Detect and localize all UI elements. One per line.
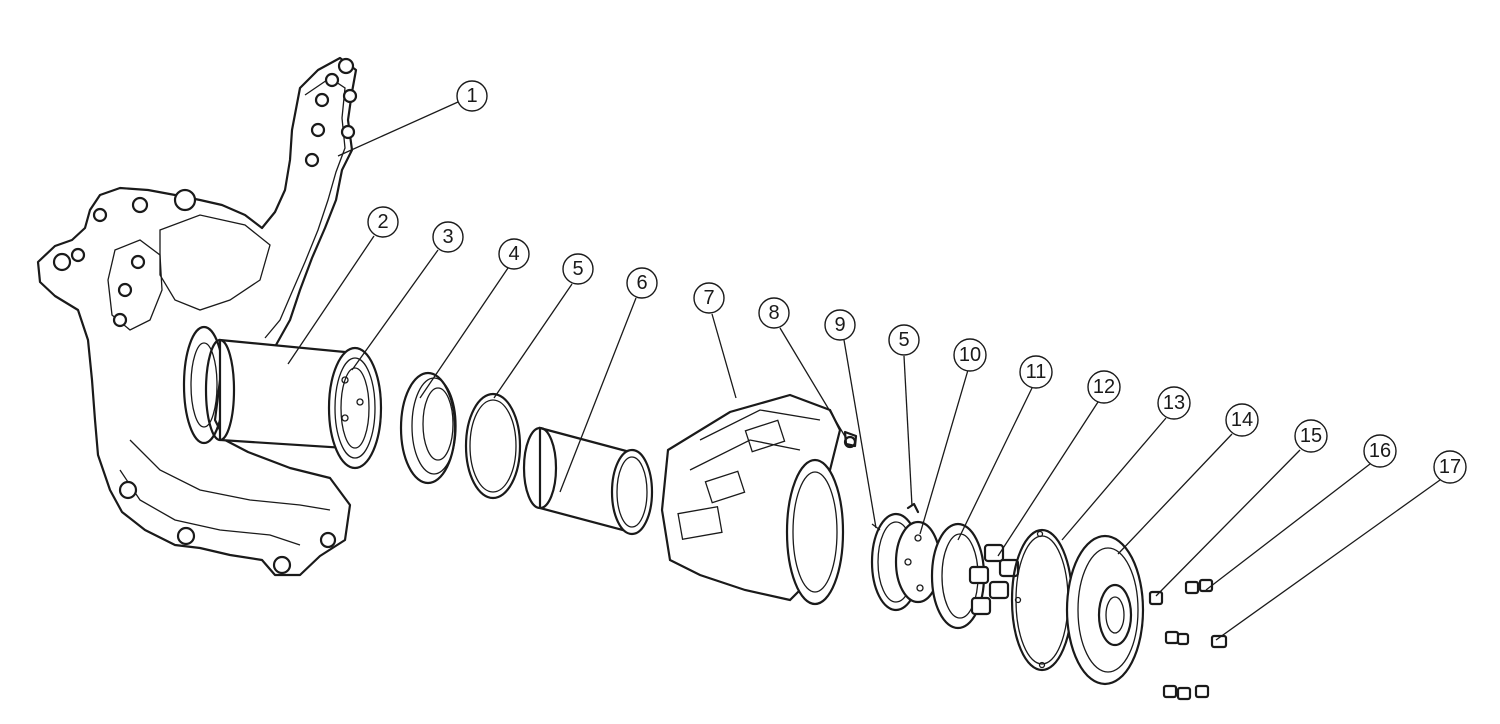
leader-12 bbox=[997, 401, 1099, 557]
balloon-12: 12 bbox=[1087, 370, 1121, 404]
balloon-5-first: 5 bbox=[562, 253, 594, 285]
svg-text:6: 6 bbox=[636, 272, 647, 294]
svg-text:15: 15 bbox=[1300, 425, 1322, 447]
svg-text:9: 9 bbox=[834, 314, 845, 336]
svg-text:1: 1 bbox=[466, 85, 477, 107]
part-17-screw bbox=[1210, 634, 1228, 649]
balloon-10: 10 bbox=[953, 338, 987, 372]
part-16-bolts bbox=[1162, 578, 1214, 701]
part-3-seal bbox=[327, 346, 383, 470]
balloon-1: 1 bbox=[456, 80, 488, 112]
part-5-thin-ring bbox=[464, 392, 522, 500]
balloon-14: 14 bbox=[1225, 403, 1259, 437]
balloon-5-second: 5 bbox=[888, 324, 920, 356]
svg-text:17: 17 bbox=[1439, 456, 1461, 478]
svg-text:10: 10 bbox=[959, 344, 981, 366]
part-6-cylinder-sleeve bbox=[522, 426, 654, 536]
svg-text:13: 13 bbox=[1163, 392, 1185, 414]
svg-text:5: 5 bbox=[572, 258, 583, 280]
balloon-9: 9 bbox=[824, 309, 856, 341]
leader-5a bbox=[493, 283, 573, 399]
leader-13 bbox=[1061, 417, 1167, 541]
balloon-4: 4 bbox=[498, 238, 530, 270]
balloon-16: 16 bbox=[1363, 434, 1397, 468]
svg-text:8: 8 bbox=[768, 302, 779, 324]
balloon-7: 7 bbox=[693, 282, 725, 314]
leader-7 bbox=[711, 313, 737, 399]
part-13-gasket bbox=[1010, 528, 1074, 672]
leader-1 bbox=[337, 101, 459, 157]
leader-3 bbox=[351, 249, 439, 371]
balloon-15: 15 bbox=[1294, 419, 1328, 453]
balloon-2: 2 bbox=[367, 206, 399, 238]
leader-lines bbox=[287, 101, 1441, 641]
svg-text:2: 2 bbox=[377, 211, 388, 233]
leader-4 bbox=[419, 267, 509, 399]
part-15-screw bbox=[1148, 590, 1164, 606]
leader-15 bbox=[1155, 449, 1301, 597]
part-14-end-cover bbox=[1065, 534, 1145, 686]
leader-5b bbox=[903, 355, 913, 507]
leader-10 bbox=[919, 369, 969, 535]
balloon-6: 6 bbox=[626, 267, 658, 299]
balloon-13: 13 bbox=[1157, 386, 1191, 420]
svg-text:4: 4 bbox=[508, 243, 519, 265]
part-1-knuckle-housing bbox=[36, 56, 358, 577]
svg-text:3: 3 bbox=[442, 226, 453, 248]
leader-16 bbox=[1205, 463, 1371, 591]
svg-text:5: 5 bbox=[898, 329, 909, 351]
part-4-bearing-ring bbox=[399, 371, 457, 485]
leader-6 bbox=[559, 297, 637, 493]
balloon-11: 11 bbox=[1019, 355, 1053, 389]
balloon-3: 3 bbox=[432, 221, 464, 253]
part-7-hub-carrier bbox=[660, 393, 857, 606]
part-2-spindle-sleeve bbox=[204, 338, 347, 450]
balloon-17: 17 bbox=[1433, 450, 1467, 484]
balloon-8: 8 bbox=[758, 297, 790, 329]
svg-text:11: 11 bbox=[1026, 361, 1047, 383]
part-5-thin-ring-second bbox=[906, 502, 920, 514]
leader-11 bbox=[957, 387, 1033, 541]
leader-17 bbox=[1215, 479, 1441, 641]
svg-text:7: 7 bbox=[703, 287, 714, 309]
svg-text:12: 12 bbox=[1093, 376, 1115, 398]
leader-2 bbox=[287, 235, 375, 365]
svg-text:16: 16 bbox=[1369, 440, 1391, 462]
leader-14 bbox=[1117, 433, 1233, 555]
svg-text:14: 14 bbox=[1231, 409, 1253, 431]
part-8-pin bbox=[843, 430, 858, 448]
leader-8 bbox=[779, 327, 847, 439]
leader-9 bbox=[843, 339, 877, 529]
